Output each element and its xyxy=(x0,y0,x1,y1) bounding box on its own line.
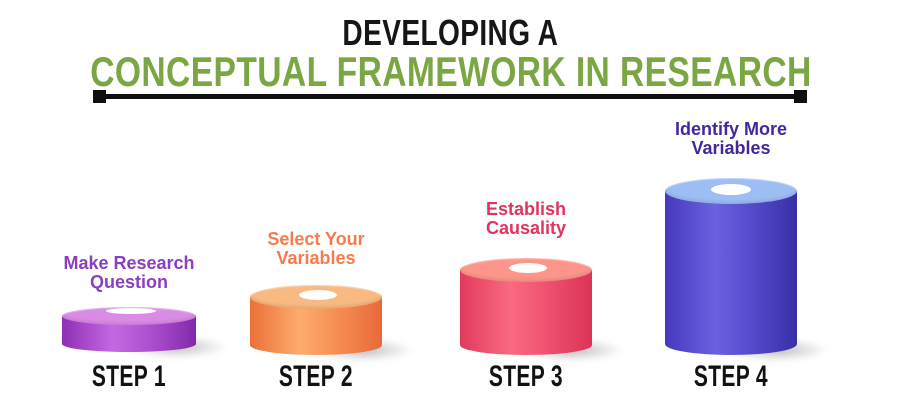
step-2-title-line1: Select Your xyxy=(267,229,365,249)
cylinder-side xyxy=(665,191,797,355)
cylinder-side xyxy=(460,270,592,355)
step-2-cylinder xyxy=(250,285,416,362)
step-3-title: Establish Causality xyxy=(436,200,616,238)
step-3-title-line1: Establish xyxy=(485,199,567,219)
page-title-line2: CONCEPTUAL FRAMEWORK IN RESEARCH xyxy=(0,48,900,96)
cylinder-hole-highlight xyxy=(509,263,547,273)
step-4-title: Identify More Variables xyxy=(641,120,821,158)
step-4-cylinder xyxy=(665,178,831,362)
divider-line xyxy=(99,94,801,99)
step-4-title-line2: Variables xyxy=(691,138,771,158)
step-3-title-line2: Causality xyxy=(485,218,567,238)
step-3-cylinder xyxy=(460,258,626,362)
step-2-title-line2: Variables xyxy=(276,248,356,268)
step-1-cylinder xyxy=(62,307,230,359)
divider-right-cap xyxy=(794,90,807,103)
page-title-line1: DEVELOPING A xyxy=(0,12,900,54)
page-title-line1-text: DEVELOPING A xyxy=(342,12,558,53)
step-4-title-line1: Identify More xyxy=(674,119,787,139)
cylinder-hole-highlight xyxy=(711,184,751,195)
divider-left-cap xyxy=(93,90,106,103)
step-1-title-line2: Question xyxy=(89,272,168,292)
cylinder-top xyxy=(62,307,196,325)
step-4-label: STEP 4 xyxy=(693,360,769,393)
step-1-title: Make Research Question xyxy=(39,254,219,292)
page-title-line2-text: CONCEPTUAL FRAMEWORK IN RESEARCH xyxy=(90,48,812,95)
step-2-label: STEP 2 xyxy=(278,360,354,393)
cylinder-hole-highlight xyxy=(106,308,156,314)
step-1-title-line1: Make Research xyxy=(63,253,195,273)
step-2-title: Select Your Variables xyxy=(226,230,406,268)
step-3-label: STEP 3 xyxy=(488,360,564,393)
step-1-label: STEP 1 xyxy=(91,360,167,393)
cylinder-hole-highlight xyxy=(299,290,337,300)
